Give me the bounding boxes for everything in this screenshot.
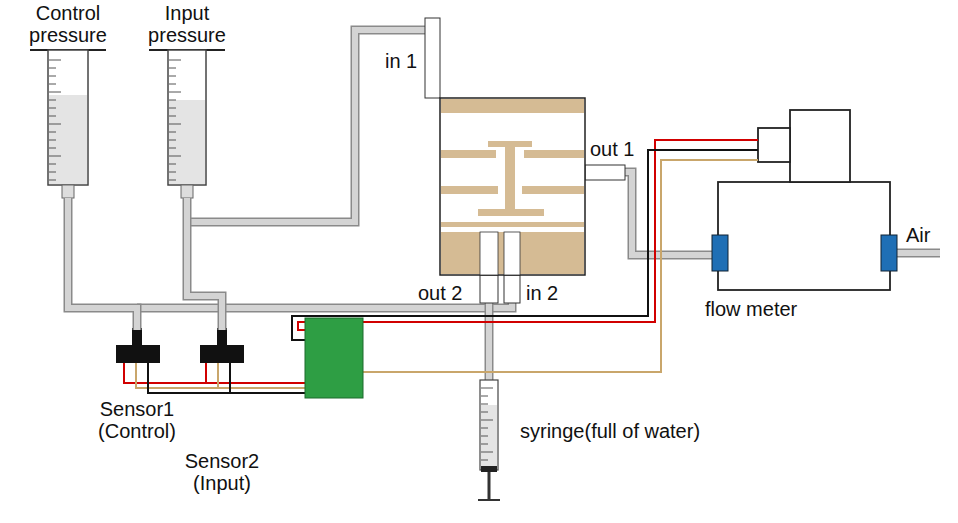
pressure-sensor [116, 328, 244, 363]
wires [124, 140, 758, 393]
tubing [137, 30, 940, 382]
port-label: Air [906, 224, 930, 246]
node-label: flow meter [705, 298, 900, 320]
tube-connector [187, 198, 222, 330]
tube-core [187, 198, 222, 330]
tube-outline [187, 198, 222, 330]
syringe-node: Control pressure [18, 2, 118, 198]
port-label: out 2 [418, 282, 462, 304]
syringe-node: syringe(full of water) [470, 376, 730, 506]
valve-body [425, 18, 625, 303]
syringe-node: Input pressure [137, 2, 237, 198]
tube-core [68, 198, 137, 330]
tube-connector [68, 198, 137, 330]
tube-outline [68, 198, 137, 330]
input-syringe [149, 50, 225, 198]
node-label: Sensor2 (Input) [177, 450, 267, 494]
water-syringe [478, 380, 500, 500]
port-label: out 1 [590, 138, 634, 160]
circuit-board [305, 318, 363, 398]
port-label: in 1 [385, 50, 417, 72]
flow-meter [712, 110, 897, 290]
node-label: Sensor1 (Control) [92, 398, 182, 442]
sensor-node: Sensor1 (Control) [92, 330, 182, 446]
flow-meter-node: flow meter [700, 110, 900, 328]
node-label: Control pressure [18, 2, 118, 46]
control-syringe [30, 50, 106, 198]
node-label: Input pressure [137, 2, 237, 46]
node-label: syringe(full of water) [520, 420, 730, 442]
port-label: in 2 [526, 282, 558, 304]
sensor-node: Sensor2 (Input) [177, 330, 267, 498]
